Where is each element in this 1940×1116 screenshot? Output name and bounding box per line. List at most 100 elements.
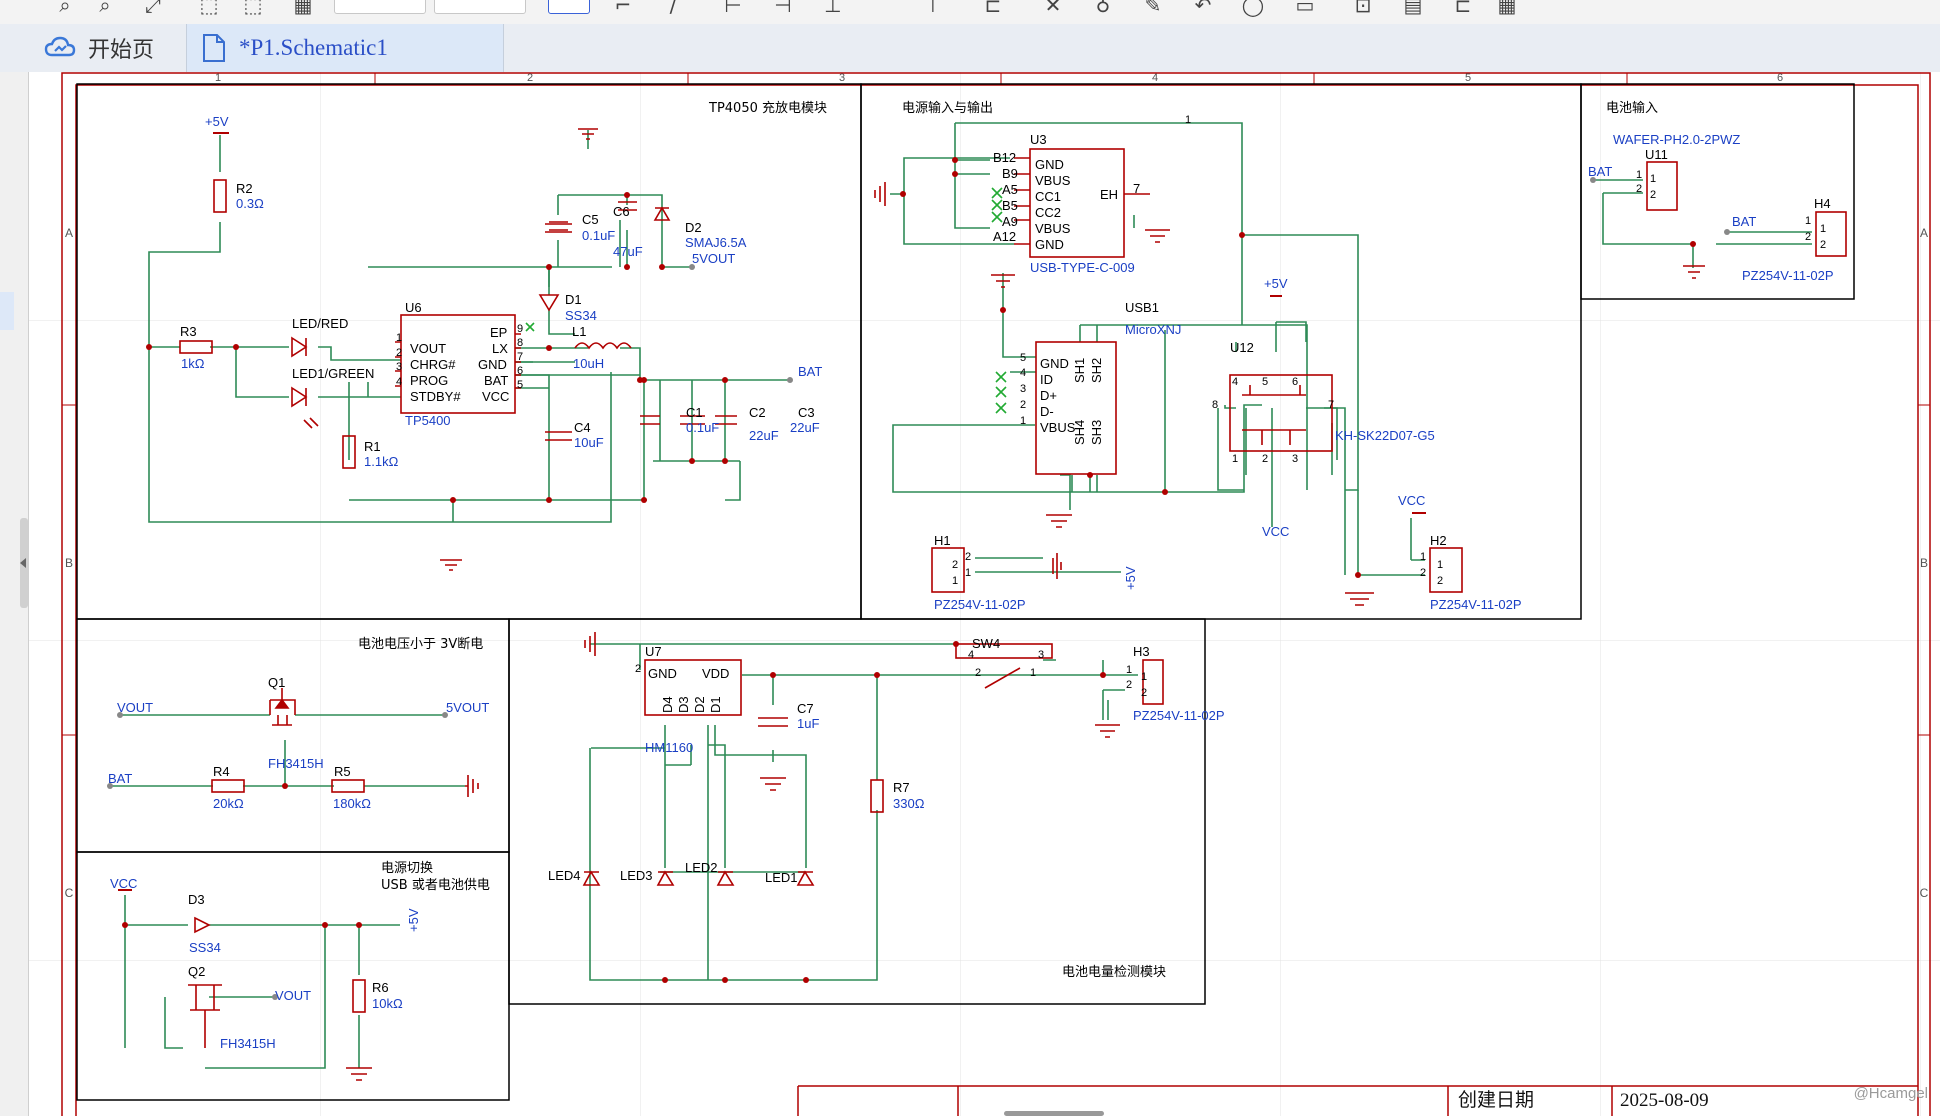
pin-num: 2 — [1141, 687, 1147, 699]
circle-icon[interactable]: ◯ — [1241, 0, 1265, 17]
r7-label: R7 — [893, 780, 910, 795]
ground-icon — [584, 632, 596, 656]
u3-label: U3 — [1030, 132, 1047, 147]
pin-num: 5 — [1262, 376, 1268, 388]
zoom-area-icon[interactable]: ⬚ — [199, 0, 219, 17]
image-icon[interactable]: ▭ — [1295, 0, 1315, 17]
table-icon[interactable]: ▤ — [1403, 0, 1423, 17]
line-icon[interactable]: ∕ — [669, 0, 677, 17]
pin-num: 8 — [517, 337, 523, 349]
l1-label: L1 — [572, 324, 586, 339]
u3-pin-vbus: VBUS — [1035, 173, 1071, 188]
u3-a9: A9 — [1002, 214, 1018, 229]
document-icon — [203, 34, 225, 62]
cross-icon[interactable]: ✕ — [1044, 0, 1062, 17]
net-5vout-label: 5VOUT — [692, 251, 735, 266]
u11-value: WAFER-PH2.0-2PWZ — [1613, 132, 1740, 147]
row-label: C — [1920, 886, 1929, 900]
col-label: 3 — [839, 72, 845, 84]
usb1-pin-sh3: SH3 — [1089, 420, 1104, 445]
netlabel-icon[interactable]: ⊢ — [724, 0, 742, 17]
pin-num: 1 — [1020, 415, 1026, 427]
left-panel-collapsed[interactable] — [0, 72, 29, 1116]
noconnect-icon[interactable]: ⊏ — [984, 0, 1002, 17]
col-label: 4 — [1152, 72, 1158, 84]
u6-pin-stdby: STDBY# — [410, 389, 461, 404]
d2-value: SMAJ6.5A — [685, 235, 747, 250]
pin-num: 1 — [1141, 671, 1147, 683]
pin-num: 4 — [968, 649, 974, 661]
net-vout-q1: VOUT — [117, 700, 153, 715]
schematic-canvas[interactable]: 1 2 3 4 5 6 A B C A B C 创建日期 2025-08-09 … — [29, 72, 1940, 1116]
tab-home[interactable]: 开始页 — [36, 24, 186, 72]
snap-size-select[interactable] — [434, 0, 526, 14]
drawing-icon[interactable]: ⊏ — [1454, 0, 1472, 17]
u6-pin-chrg: CHRG# — [410, 357, 456, 372]
u3-a5: A5 — [1002, 182, 1018, 197]
pin-num: 2 — [1636, 183, 1642, 195]
undo-icon[interactable]: ↶ — [1194, 0, 1212, 17]
pin-num: 1 — [1437, 559, 1443, 571]
d2-label: D2 — [685, 220, 702, 235]
wire-tool-button[interactable] — [548, 0, 590, 14]
u7-pin-gnd: GND — [648, 666, 677, 681]
l1-value: 10uH — [573, 356, 604, 371]
cloud-icon — [44, 36, 76, 57]
components — [118, 128, 1847, 1081]
r6-label: R6 — [372, 980, 389, 995]
u7-label: U7 — [645, 644, 662, 659]
h4-body — [1815, 211, 1847, 257]
probe-icon[interactable]: ♁ — [1095, 0, 1111, 17]
h1-body — [931, 547, 965, 593]
sw4-body — [955, 643, 1053, 659]
section-boxes — [76, 83, 1855, 1101]
ground-icon — [1095, 724, 1120, 738]
d2-symbol — [653, 206, 671, 221]
c4-label: C4 — [574, 420, 591, 435]
chevron-left-icon[interactable] — [18, 556, 28, 570]
u7-body — [644, 659, 742, 716]
usb1-pin-vbus: VBUS — [1040, 420, 1076, 435]
d3-value: SS34 — [189, 940, 221, 955]
fit-icon[interactable]: ⤢ — [145, 0, 161, 17]
schematic-drawing[interactable]: 1 2 3 4 5 6 A B C A B C 创建日期 2025-08-09 … — [29, 72, 1940, 1116]
bus-icon[interactable]: ⌐ — [614, 0, 632, 17]
ground-icon — [578, 128, 598, 140]
ground-icon — [760, 777, 786, 791]
r3-value: 1kΩ — [181, 356, 205, 371]
q2-symbol — [188, 984, 222, 1048]
pin-num: 1 — [1636, 169, 1642, 181]
ground-icon — [874, 182, 886, 206]
zoom-icon[interactable]: ⌕ — [99, 0, 111, 17]
ground-icon — [346, 1067, 372, 1081]
h2-value: PZ254V-11-02P — [1430, 597, 1522, 612]
frame-column-labels: 1 2 3 4 5 6 — [215, 72, 1783, 84]
led2-label: LED2 — [685, 860, 718, 875]
select-icon[interactable]: ⬚ — [243, 0, 263, 17]
pin-num: 2 — [1020, 399, 1026, 411]
ground-icon[interactable]: ⊤ — [924, 0, 942, 17]
net-5vout-q1: 5VOUT — [446, 700, 489, 715]
search-icon[interactable]: ⌕ — [59, 0, 71, 17]
section-title-level: 电池电量检测模块 — [1062, 965, 1166, 980]
h3-label: H3 — [1133, 644, 1150, 659]
grid-size-select[interactable] — [334, 0, 426, 14]
sheet-frame — [61, 72, 1931, 1116]
netport-icon[interactable]: ⊣ — [774, 0, 792, 17]
power-icon[interactable]: ⊥ — [824, 0, 842, 17]
u12-label: U12 — [1230, 340, 1254, 355]
u3-b9: B9 — [1002, 166, 1018, 181]
text-icon[interactable]: ⊡ — [1354, 0, 1372, 17]
h4-label: H4 — [1814, 196, 1831, 211]
section-title-cutoff: 电池电压小于 3V断电 — [358, 637, 483, 652]
table2-icon[interactable]: ▦ — [1497, 0, 1517, 17]
tab-schematic-label: *P1.Schematic1 — [239, 35, 388, 60]
grid-icon[interactable]: ▦ — [293, 0, 313, 17]
horizontal-scrollbar[interactable] — [1004, 1111, 1104, 1116]
r1-body — [342, 435, 356, 469]
usb1-pin-id: ID — [1040, 372, 1053, 387]
pin-num: 4 — [1232, 376, 1238, 388]
pen-icon[interactable]: ✎ — [1144, 0, 1162, 17]
tab-schematic[interactable]: *P1.Schematic1 — [186, 24, 504, 72]
section-title-battery-in: 电池输入 — [1606, 100, 1658, 116]
